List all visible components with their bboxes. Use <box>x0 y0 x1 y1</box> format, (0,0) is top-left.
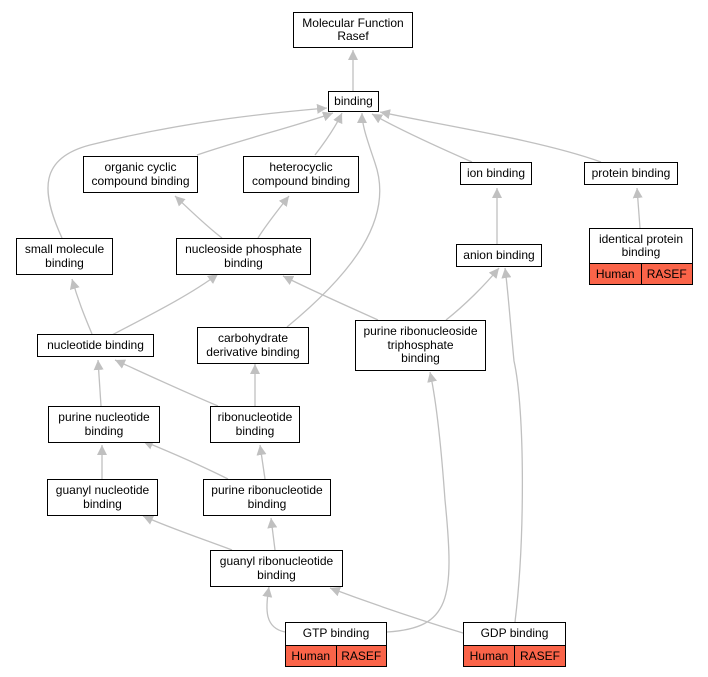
node-label-line: GTP binding <box>302 626 370 641</box>
node-label-line: anion binding <box>463 247 535 262</box>
node-binding[interactable]: binding <box>328 91 379 112</box>
node-label-line: ion binding <box>466 165 526 180</box>
edge-prtp-anion <box>445 267 500 321</box>
edge-guanylrib-guanyl <box>142 515 233 551</box>
node-label-line: binding <box>334 93 373 108</box>
gene-annotation-row: Human RASEF <box>285 646 387 667</box>
edge-nucleotide-nucphos <box>111 273 219 336</box>
gene-cell-species: Human <box>464 646 514 666</box>
node-label-line: compound binding <box>91 173 190 188</box>
node-label-line: binding <box>45 255 84 270</box>
node-gdp-binding[interactable]: GDP binding <box>463 622 566 646</box>
node-label-line: derivative binding <box>206 344 300 359</box>
node-label-line: nucleotide binding <box>47 337 144 352</box>
node-label-line: purine ribonucleoside <box>363 324 478 339</box>
node-label-line: compound binding <box>251 173 351 188</box>
node-label-line: purine nucleotide <box>58 410 150 424</box>
edge-guanylrib-purinerib <box>267 517 278 551</box>
node-gtp-binding[interactable]: GTP binding <box>285 622 387 646</box>
node-label-line: binding <box>84 423 124 438</box>
node-label-line: identical protein <box>598 231 684 246</box>
gene-cell-gene: RASEF <box>514 646 565 666</box>
node-label-line: binding <box>257 567 296 582</box>
node-label-line: nucleoside phosphate <box>185 242 302 256</box>
gene-cell-gene: RASEF <box>640 264 692 284</box>
node-label-line: binding <box>235 423 275 438</box>
node-label-line: binding <box>83 496 122 511</box>
edge-nucleotide-small <box>69 278 93 335</box>
node-label-line: carbohydrate <box>217 331 289 345</box>
gene-annotation-row: Human RASEF <box>589 264 693 285</box>
gene-annotation-row: Human RASEF <box>463 646 566 667</box>
edge-prtp-nucphos <box>282 275 379 321</box>
edge-protein-binding <box>379 109 602 163</box>
gene-cell-species: Human <box>590 264 641 284</box>
node-label-line: binding <box>224 255 263 270</box>
edge-organic-binding <box>196 111 334 156</box>
node-protein-binding[interactable]: protein binding <box>584 162 678 185</box>
edge-purinerib-purine <box>142 440 229 480</box>
node-label-line: ribonucleotide <box>217 410 293 424</box>
gene-cell-species: Human <box>286 646 336 666</box>
gene-cell-gene: RASEF <box>335 646 386 666</box>
edge-gtp-guanylrib <box>262 586 286 633</box>
edge-gdp-anion <box>501 267 524 623</box>
edge-nucphos-organic <box>174 195 223 239</box>
edge-purine-nucleotide <box>93 359 104 407</box>
edge-purinerib-ribonucleotide <box>256 444 267 480</box>
edge-carbohydrate-binding <box>286 112 381 328</box>
edge-ion-binding <box>371 113 473 163</box>
node-ion-binding[interactable]: ion binding <box>460 162 532 185</box>
node-anion-binding[interactable]: anion binding <box>456 244 542 267</box>
node-label-line: binding <box>247 496 287 511</box>
node-label-line: binding <box>401 351 440 366</box>
edge-identical-protein <box>632 187 643 229</box>
node-label-line: heterocyclic <box>269 160 333 174</box>
node-label-line: organic cyclic <box>104 160 177 174</box>
edge-gtp-prtp <box>386 371 450 633</box>
node-label-line: small molecule <box>24 242 105 256</box>
node-label-line: triphosphate <box>387 337 454 352</box>
node-label-line: purine ribonucleotide <box>211 483 323 497</box>
node-label-line: protein binding <box>591 165 671 180</box>
edge-gdp-guanylrib <box>329 586 464 634</box>
node-label-line: guanyl nucleotide <box>55 483 150 497</box>
edge-small-molecule-binding <box>47 103 328 239</box>
node-nucleotide-binding[interactable]: nucleotide binding <box>37 334 154 357</box>
edge-nucphos-heterocyclic <box>257 195 290 239</box>
node-label-line: guanyl ribonucleotide <box>219 554 334 568</box>
edge-ribonucleotide-nucleotide <box>114 359 219 407</box>
node-label-line: binding <box>621 245 661 259</box>
edge-heterocyclic-binding <box>314 112 343 156</box>
node-label-line: Molecular Function <box>302 15 404 30</box>
node-label-line: Rasef <box>337 29 369 43</box>
node-label-line: GDP binding <box>480 626 549 641</box>
